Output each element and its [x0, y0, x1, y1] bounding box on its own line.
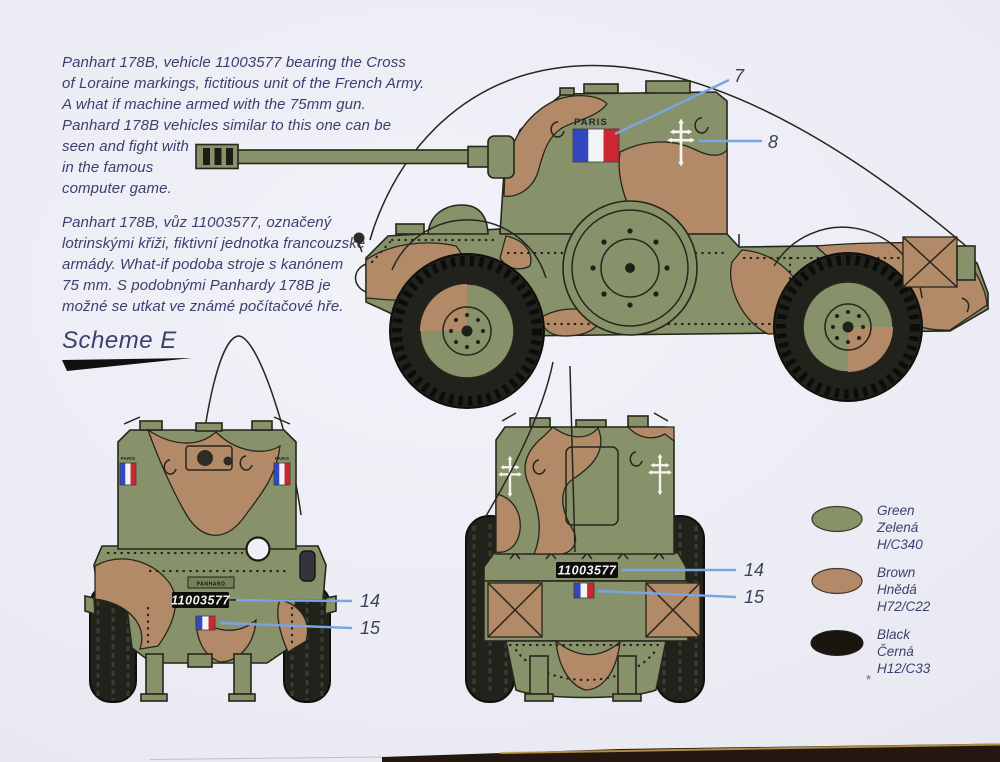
- text-line: 75 mm. S podobnými Panhardy 178B je: [62, 277, 331, 294]
- text-line: možné se utkat ve známé počítačové hře.: [62, 298, 344, 315]
- footnote-mark: *: [866, 672, 872, 687]
- text-line: in the famous: [62, 159, 154, 176]
- road-wheel-rear: [773, 252, 923, 402]
- antenna-rod: [569, 365, 576, 553]
- turret-side: PARIS: [487, 80, 728, 235]
- road-wheel-front: [389, 253, 545, 409]
- maker-plate: [187, 576, 235, 589]
- registration-number: 11003577: [171, 594, 230, 608]
- rear-stowage-box: [902, 236, 976, 313]
- callout-number: 15: [744, 587, 765, 607]
- camo-patch: [555, 639, 621, 691]
- color-swatch-green: [811, 505, 863, 533]
- legend-label-code: H/C340: [877, 537, 923, 552]
- callout-15-rear: 15: [597, 587, 765, 607]
- french-flag: [573, 582, 595, 599]
- legend-item-black: Black Černá H12/C33: [810, 626, 930, 677]
- turret-name-marking: PARIS: [121, 456, 135, 461]
- camo-patch: [503, 94, 608, 197]
- photo-edge-shadow: [149, 743, 1000, 762]
- rivet-row: [514, 648, 658, 682]
- text-line: Panhart 178B, vůz 11003577, označený: [62, 214, 332, 231]
- legend-label-en: Black: [877, 627, 911, 642]
- camo-patch: [495, 493, 521, 553]
- camo-patch: [524, 426, 602, 555]
- callout-7: 7: [614, 66, 745, 136]
- legend-item-green: Green Zelená H/C340: [810, 502, 923, 553]
- callout-number: 14: [360, 591, 380, 611]
- maker-plate-text: PANHARD: [197, 582, 226, 588]
- callout-number: 7: [734, 66, 745, 86]
- gun-mantlet: [487, 135, 515, 179]
- registration-number: 11003577: [558, 564, 617, 578]
- callout-number: 15: [360, 618, 381, 638]
- text-line: Panhart 178B, vehicle 11003577 bearing t…: [62, 54, 406, 71]
- horn: [299, 550, 316, 582]
- suspension-leg: [145, 653, 164, 695]
- legend-label-en: Brown: [877, 565, 916, 580]
- registration-plate: [172, 592, 229, 608]
- text-line: of Loraine markings, fictitious unit of …: [62, 75, 425, 92]
- spare-wheel: [562, 200, 698, 336]
- suspension-leg: [617, 655, 637, 695]
- callout-number: 8: [768, 132, 778, 152]
- stowage-box: [645, 582, 701, 638]
- legend-item-brown: Brown Hnědá H72/C22: [810, 564, 930, 615]
- legend-label-cs: Černá: [877, 644, 914, 659]
- legend-label-en: Green: [877, 503, 915, 518]
- camo-patch: [94, 558, 176, 650]
- turret-name-marking: PARIS: [275, 456, 289, 461]
- french-flag: [273, 462, 291, 486]
- legend-label-code: H12/C33: [877, 661, 931, 676]
- headlight: [245, 536, 271, 562]
- hatch-outline: [565, 446, 619, 526]
- headlamp: [353, 232, 365, 244]
- wheel: [89, 583, 137, 703]
- callout-14-front: 14: [235, 591, 380, 611]
- callout-number: 14: [744, 560, 764, 580]
- scheme-heading: Scheme E: [62, 327, 194, 371]
- camo-patch: [146, 428, 281, 536]
- text-line: A what if machine armed with the 75mm gu…: [62, 96, 366, 113]
- text-line: computer game.: [62, 180, 172, 197]
- text-line: lotrinskými křiži, fiktivní jednotka fra…: [62, 235, 366, 252]
- legend-label-cs: Zelená: [877, 520, 919, 535]
- french-flag: [195, 615, 216, 631]
- text-line: Panhard 178B vehicles similar to this on…: [62, 117, 392, 134]
- description-english: Panhart 178B, vehicle 11003577 bearing t…: [62, 52, 424, 199]
- turret-front: PARIS PARIS: [117, 416, 297, 550]
- french-flag: [572, 128, 620, 163]
- stowage-box: [487, 582, 543, 638]
- suspension-leg: [233, 653, 252, 695]
- front-view: PARIS PARIS: [84, 335, 381, 703]
- legend-label-code: H72/C22: [877, 599, 931, 614]
- callout-15-front: 15: [219, 618, 381, 638]
- french-flag: [119, 462, 137, 486]
- color-swatch-black: [810, 630, 864, 656]
- description-czech: Panhart 178B, vůz 11003577, označený lot…: [62, 212, 365, 317]
- scheme-label: Scheme E: [62, 327, 177, 354]
- front-fender: [391, 219, 547, 279]
- turret-rear: [495, 412, 675, 555]
- driver-hood: [427, 204, 489, 235]
- rivet-row: [370, 240, 392, 264]
- gun-barrel: [195, 143, 513, 170]
- camo-patch: [626, 426, 675, 443]
- muzzle-brake: [195, 143, 239, 170]
- color-swatch-brown: [811, 567, 863, 595]
- side-view: PARIS: [195, 65, 989, 409]
- rear-view: 11003577 14 15: [465, 361, 765, 703]
- text-line: seen and fight with: [62, 138, 189, 155]
- turret-name-marking: PARIS: [574, 117, 608, 128]
- text-line: armády. What-if podoba stroje s kanónem: [62, 256, 344, 273]
- legend-label-cs: Hnědá: [877, 582, 917, 597]
- suspension-leg: [529, 655, 549, 695]
- registration-plate: [556, 562, 618, 578]
- antenna-wire: [485, 361, 554, 517]
- callout-8: 8: [698, 132, 778, 152]
- callout-14-rear: 14: [622, 560, 764, 580]
- scheme-underline: [62, 358, 192, 371]
